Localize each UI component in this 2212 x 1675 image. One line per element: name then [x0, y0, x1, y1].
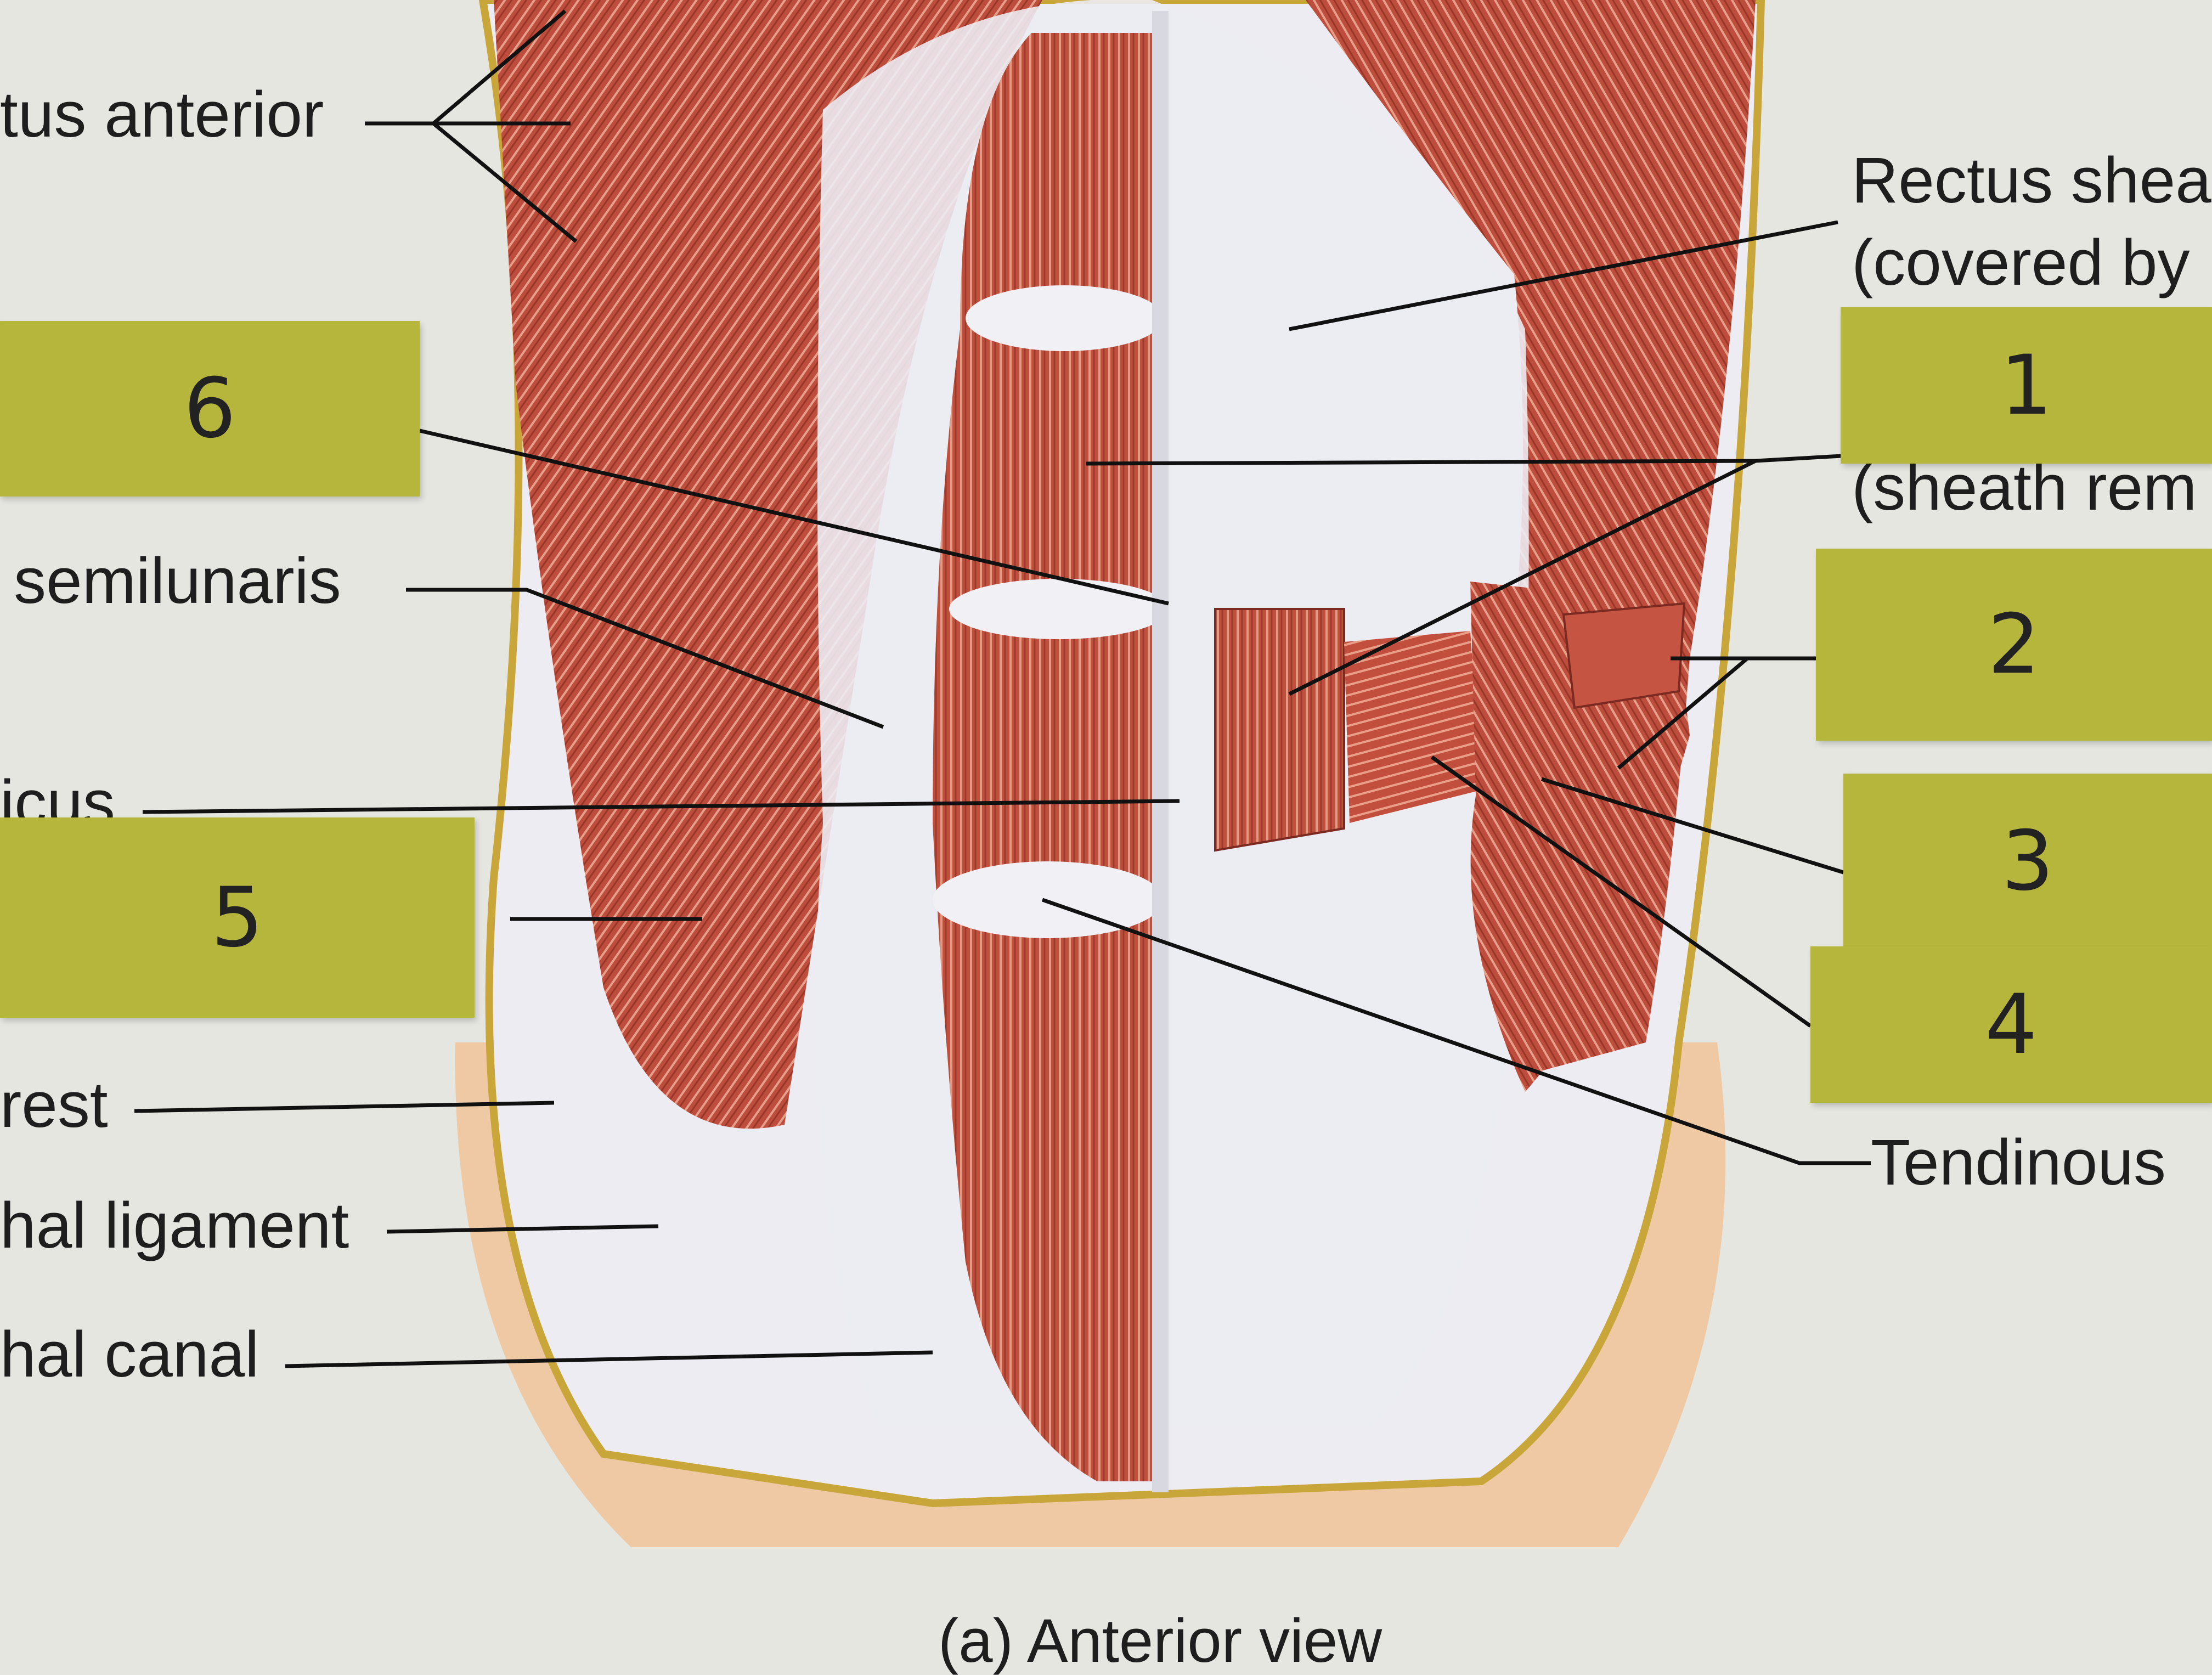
transversus-flap [1344, 631, 1481, 823]
sticky-note-4: 4 [1810, 946, 2212, 1103]
sticky-note-4-text: 4 [1985, 977, 2038, 1073]
sticky-note-3-text: 3 [2001, 814, 2054, 909]
internal-oblique-flap [1470, 582, 1690, 1092]
sticky-note-6-text: 6 [183, 361, 236, 456]
label-iliac-crest: rest [0, 1069, 108, 1141]
label-rectus-sheath-covered: (covered by [1852, 227, 2190, 299]
sticky-note-2: 2 [1816, 549, 2212, 741]
label-inguinal-canal: hal canal [0, 1318, 259, 1391]
external-oblique-flap [1562, 602, 1686, 709]
sticky-note-5-text: 5 [211, 870, 264, 966]
label-rectus-sheath: Rectus shea [1852, 144, 2211, 217]
sticky-note-5: 5 [0, 817, 475, 1018]
label-serratus-anterior: tus anterior [0, 78, 324, 151]
sticky-note-3: 3 [1843, 774, 2212, 949]
label-inguinal-ligament: hal ligament [0, 1189, 349, 1262]
sticky-note-6: 6 [0, 321, 420, 497]
tendinous-intersection [949, 579, 1169, 639]
label-linea-semilunaris: semilunaris [14, 545, 341, 617]
left-rectus-abdominis [933, 33, 1158, 1481]
sticky-note-1-text: 1 [2000, 337, 2053, 433]
sticky-note-2-text: 2 [1988, 597, 2040, 692]
label-tendinous-intersection: Tendinous [1871, 1126, 2166, 1199]
tendinous-intersection [966, 285, 1163, 351]
sticky-note-1: 1 [1841, 307, 2212, 464]
figure-caption: (a) Anterior view [938, 1606, 1383, 1675]
label-sheath-removed: (sheath rem [1852, 452, 2197, 524]
leader-lines [134, 9, 1871, 1368]
right-rectus-window [1214, 608, 1345, 852]
